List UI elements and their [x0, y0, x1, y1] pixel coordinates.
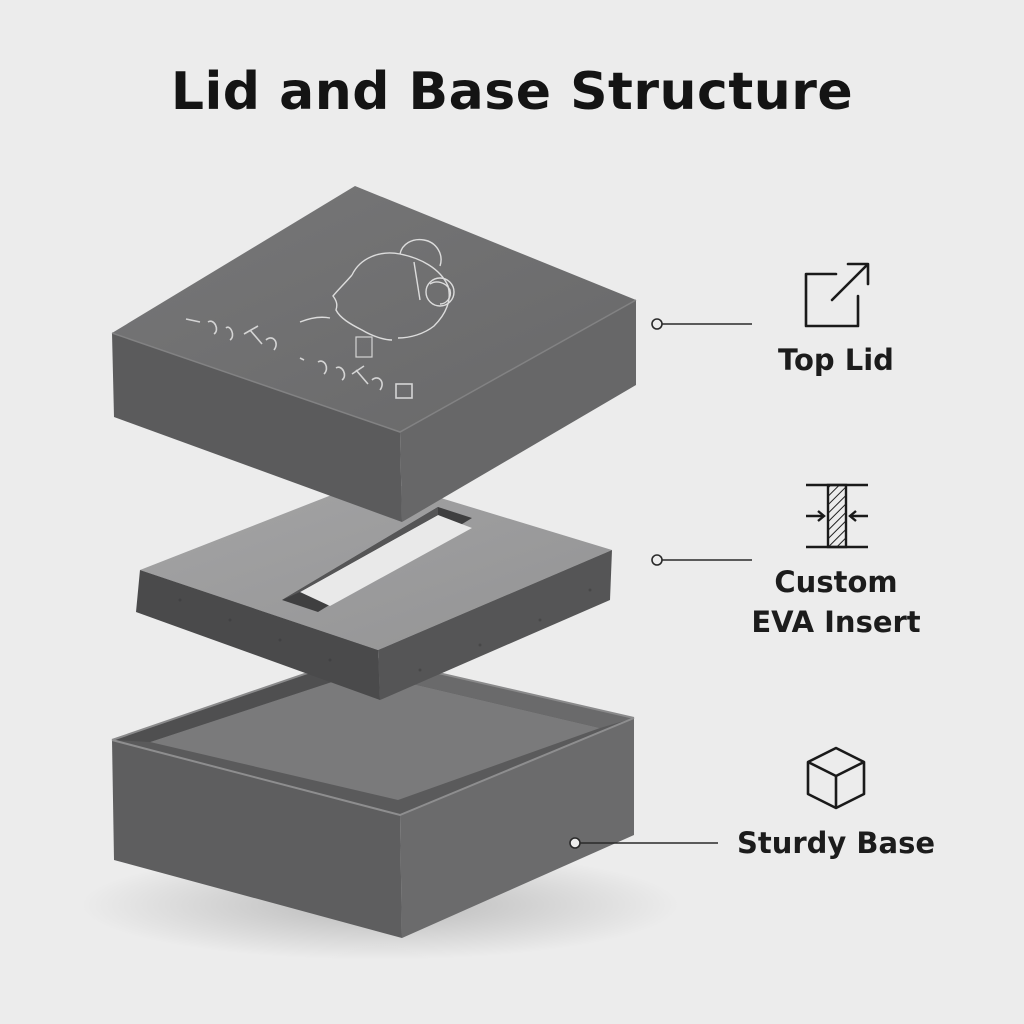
eva-insert-pointer-dot	[651, 554, 663, 566]
calligraphy-decoration	[185, 318, 413, 399]
base-pointer-dot	[569, 837, 581, 849]
eva-foam-insert	[136, 478, 612, 700]
portrait-line-art	[299, 238, 455, 341]
leader-dots	[569, 318, 663, 849]
top-lid-label: Top Lid	[778, 343, 894, 377]
cube-icon	[806, 746, 866, 810]
base-label: Sturdy Base	[736, 826, 936, 860]
eva-insert-label: Custom EVA Insert	[751, 565, 921, 639]
sturdy-base-tray	[111, 653, 635, 938]
external-link-square-icon	[804, 262, 870, 328]
seal-stamp	[355, 336, 373, 358]
thickness-cross-section-icon	[806, 483, 868, 549]
page-title: Lid and Base Structure	[170, 62, 854, 122]
top-lid-box	[111, 186, 637, 522]
top-lid-pointer-dot	[651, 318, 663, 330]
leader-lines	[580, 323, 752, 844]
